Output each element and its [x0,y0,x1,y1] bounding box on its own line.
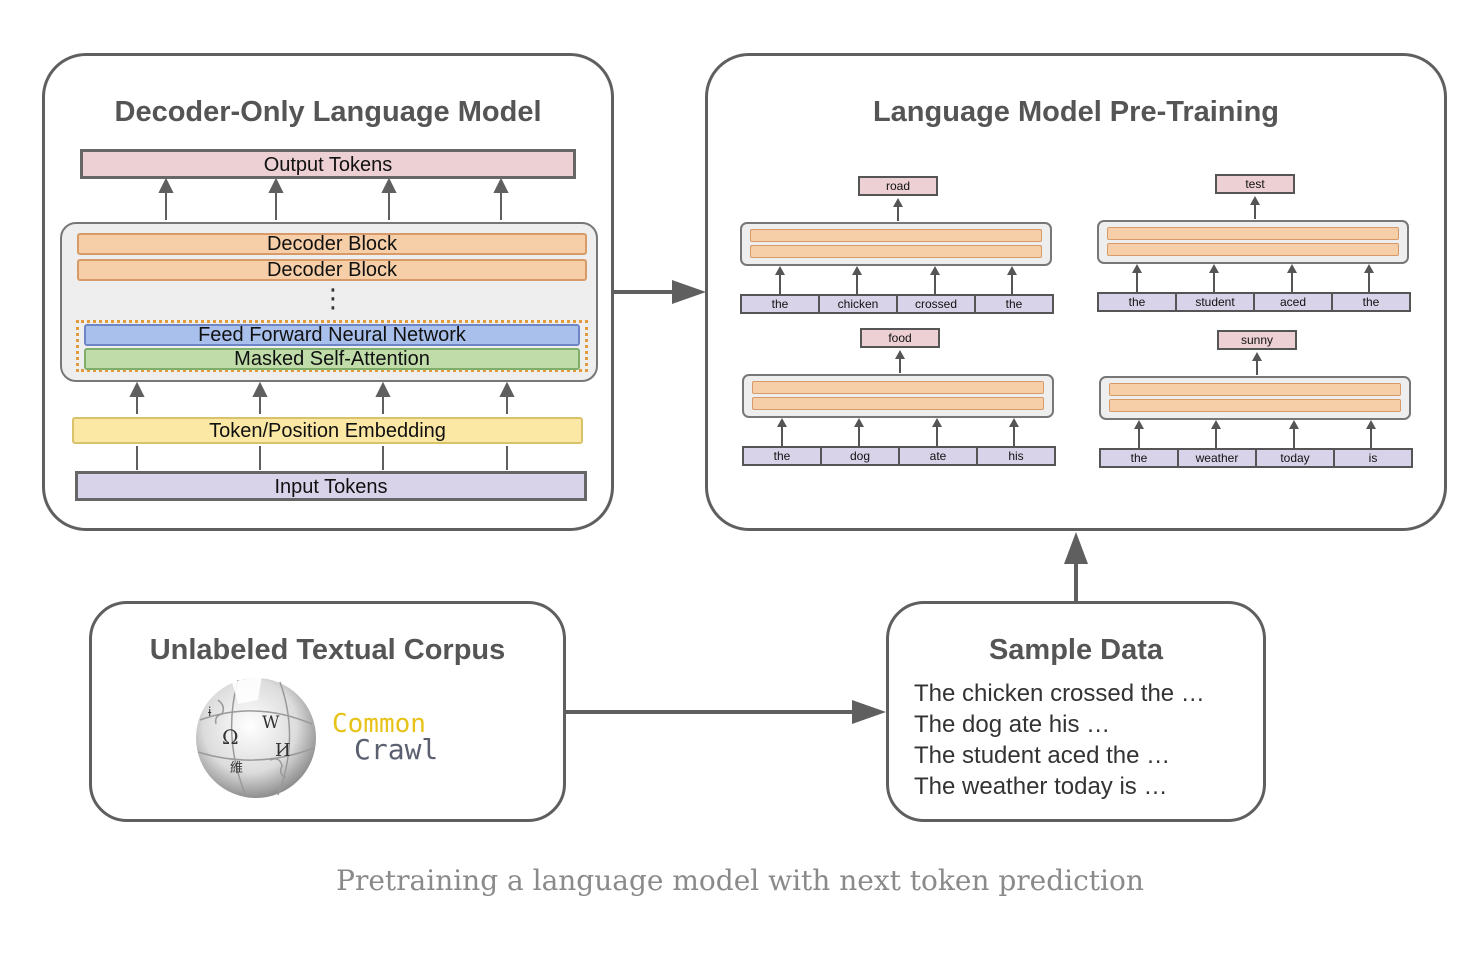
sample-lines: The chicken crossed the … The dog ate hi… [914,678,1205,802]
arrow-head [1009,418,1019,427]
arrow-head [775,266,785,275]
arrow-head [1209,264,1219,273]
target-token: sunny [1217,330,1297,350]
arrow-head [777,418,787,427]
mini-decoder-block [750,229,1042,242]
input-token: his [976,446,1056,466]
input-token: is [1333,448,1413,468]
svg-text:И: И [275,740,291,761]
attention-bar: Masked Self-Attention [84,348,580,370]
arrow-head [1007,266,1017,275]
input-token: chicken [818,294,898,314]
arrow-head [1134,420,1144,429]
mini-decoder-block [1107,227,1399,240]
figure-caption: Pretraining a language model with next t… [336,864,1144,897]
mini-decoder-stack [1097,220,1409,264]
arrow-head [1289,420,1299,429]
corpus-panel: Unlabeled Textual Corpus [89,601,566,822]
svg-text:W: W [262,713,280,733]
sample-line: The weather today is … [914,773,1168,800]
decoder-panel-title: Decoder-Only Language Model [114,96,542,128]
arrow-head [932,418,942,427]
decoder-block-1: Decoder Block [77,233,587,255]
pretraining-panel-title: Language Model Pre-Training [872,96,1280,128]
arrow-head [1366,420,1376,429]
arrow-head [852,266,862,275]
arrow-head [895,350,905,359]
common-crawl-logo-crawl: Crawl [354,733,439,766]
input-token: today [1255,448,1335,468]
arrow-decoder-to-pretraining [614,280,706,304]
arrow-head [930,266,940,275]
sample-line: The chicken crossed the … [914,680,1205,707]
sample-line: The student aced the … [914,742,1171,769]
arrow-head [854,418,864,427]
mini-decoder-block [752,397,1044,410]
mini-decoder-block [1107,243,1399,256]
arrow-head [1132,264,1142,273]
mini-decoder-stack [742,374,1054,418]
input-token: the [1097,292,1177,312]
decoder-block-2: Decoder Block [77,259,587,281]
mini-decoder-block [750,245,1042,258]
arrow-head [1364,264,1374,273]
arrow-head [1287,264,1297,273]
mini-decoder-stack [1099,376,1411,420]
example-arrows [777,350,1019,446]
input-token: the [742,446,822,466]
input-token: the [740,294,820,314]
input-tokens-bar: Input Tokens [75,471,587,501]
arrow-head [1211,420,1221,429]
input-token: the [974,294,1054,314]
target-token: road [858,176,938,196]
output-tokens-bar: Output Tokens [80,149,576,179]
mini-decoder-block [752,381,1044,394]
svg-text:維: 維 [230,761,243,776]
svg-text:Ω: Ω [222,725,239,749]
input-token: crossed [896,294,976,314]
example-arrows [775,198,1017,294]
arrow-head [1252,352,1262,361]
sample-line: The dog ate his … [914,711,1111,738]
input-token: the [1331,292,1411,312]
corpus-panel-title: Unlabeled Textual Corpus [149,634,506,666]
example-arrows [1132,196,1374,292]
common-crawl-logo-common: Common [332,709,426,739]
embedding-bar: Token/Position Embedding [72,417,583,444]
input-token: student [1175,292,1255,312]
target-token: food [860,328,940,348]
arrow-sample-to-pretraining [1064,532,1088,602]
mini-decoder-stack [740,222,1052,266]
mini-decoder-block [1109,399,1401,412]
repeated-layer-outline [76,320,588,372]
ffnn-bar: Feed Forward Neural Network [84,324,580,346]
sample-data-panel: Sample Data The chicken crossed the … Th… [886,601,1266,822]
arrow-corpus-to-sample [566,700,886,724]
common-crawl-logo: Common Crawl [332,709,472,766]
arrow-head [893,198,903,207]
mini-decoder-block [1109,383,1401,396]
sample-panel-title: Sample Data [988,634,1164,666]
input-token: weather [1177,448,1257,468]
svg-text:ɨ: ɨ [208,705,212,719]
ellipsis-vertical: ⋮ [320,283,346,313]
arrow-head [1250,196,1260,205]
target-token: test [1215,174,1295,194]
example-arrows [1134,352,1376,448]
